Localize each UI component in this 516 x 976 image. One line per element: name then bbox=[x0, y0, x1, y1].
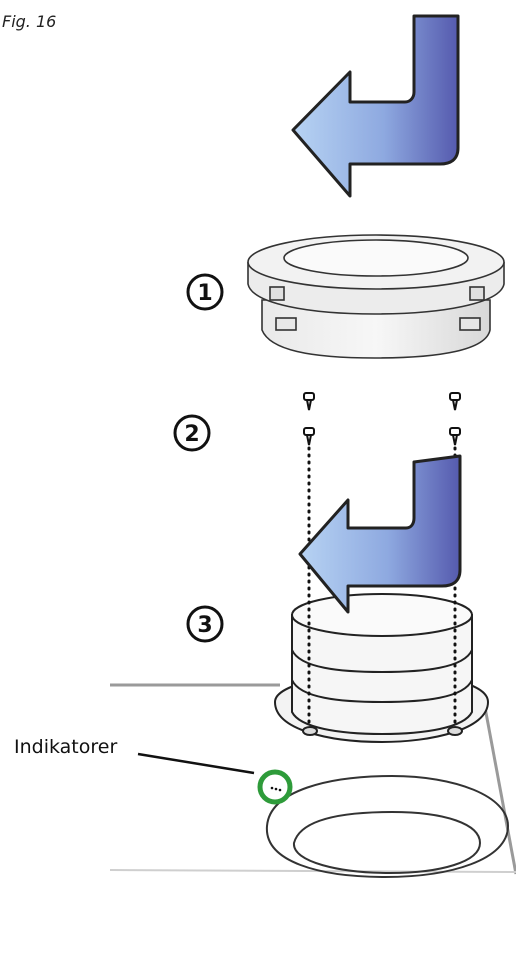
cap-part bbox=[247, 234, 505, 359]
screw-left bbox=[303, 427, 315, 446]
step-3-number: 3 bbox=[197, 613, 212, 638]
callout-leader-line bbox=[137, 752, 255, 775]
figure-label: Fig. 16 bbox=[2, 12, 57, 31]
base-cylinder bbox=[273, 593, 490, 744]
arrow-middle bbox=[298, 454, 462, 614]
indicator-marker bbox=[137, 752, 293, 805]
indicator-callout-label: Indikatorer bbox=[14, 736, 118, 758]
step-2-number: 2 bbox=[184, 422, 199, 447]
arrow-top bbox=[291, 14, 460, 198]
step-3: 3 bbox=[186, 605, 224, 643]
indicator-ring bbox=[257, 769, 293, 805]
step-2: 2 bbox=[173, 414, 211, 452]
screw-top-right bbox=[449, 392, 461, 411]
step-1-number: 1 bbox=[197, 281, 212, 306]
floor-opening bbox=[265, 774, 510, 879]
screws bbox=[303, 392, 461, 446]
screw-right bbox=[449, 427, 461, 446]
step-1: 1 bbox=[186, 273, 224, 311]
screw-top-left bbox=[303, 392, 315, 411]
screw-paths bbox=[307, 446, 457, 730]
